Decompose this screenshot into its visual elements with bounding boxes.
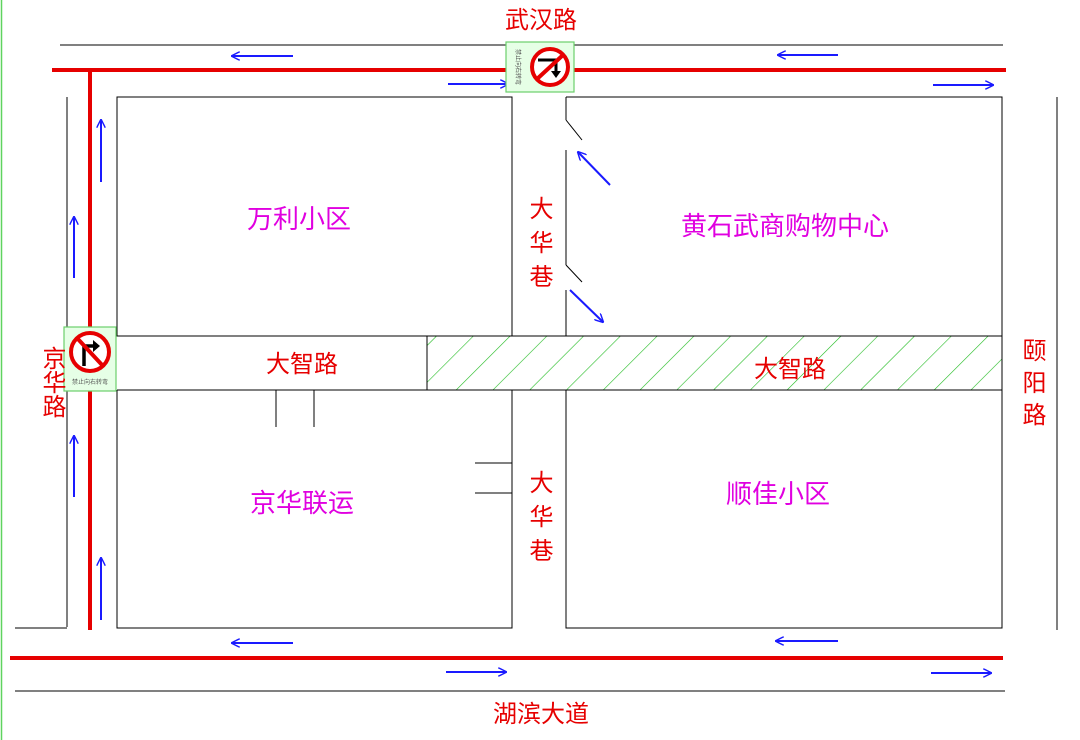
block-jinghua-lianyun [116,390,513,629]
road-label-jinghua: 京华路 [38,346,66,418]
arrow-dahua-exit [569,289,603,322]
area-label-huangshi: 黄石武商购物中心 [681,212,889,242]
area-label-jinghua-lianyun: 京华联运 [250,489,354,519]
no-right-turn-icon [69,331,111,373]
area-label-wanli: 万利小区 [247,205,351,235]
sign-left-caption: 禁止向右转弯 [72,378,108,386]
road-label-hubin: 湖滨大道 [493,700,589,728]
no-right-turn-down-icon [530,47,570,87]
road-edges [15,44,1058,692]
arrow-dahua-entry [578,152,611,186]
dazhi-road-hatched-zone [426,335,1003,391]
traffic-arrows [74,55,993,673]
sign-top-caption: 禁止向右转弯 [514,49,522,85]
road-label-yiyang: 颐阳路 [1018,338,1046,434]
road-label-dazhi-west: 大智路 [266,350,338,378]
sign-left: 禁止向右转弯 [63,326,117,392]
road-label-dahua-north: 大华巷 [525,196,553,298]
sign-top: 禁止向右转弯 [505,41,575,93]
road-label-dazhi-east: 大智路 [754,355,826,383]
road-label-dahua-south: 大华巷 [525,470,553,572]
road-label-wuhan: 武汉路 [505,6,577,34]
area-label-shunjia: 顺佳小区 [726,480,830,510]
